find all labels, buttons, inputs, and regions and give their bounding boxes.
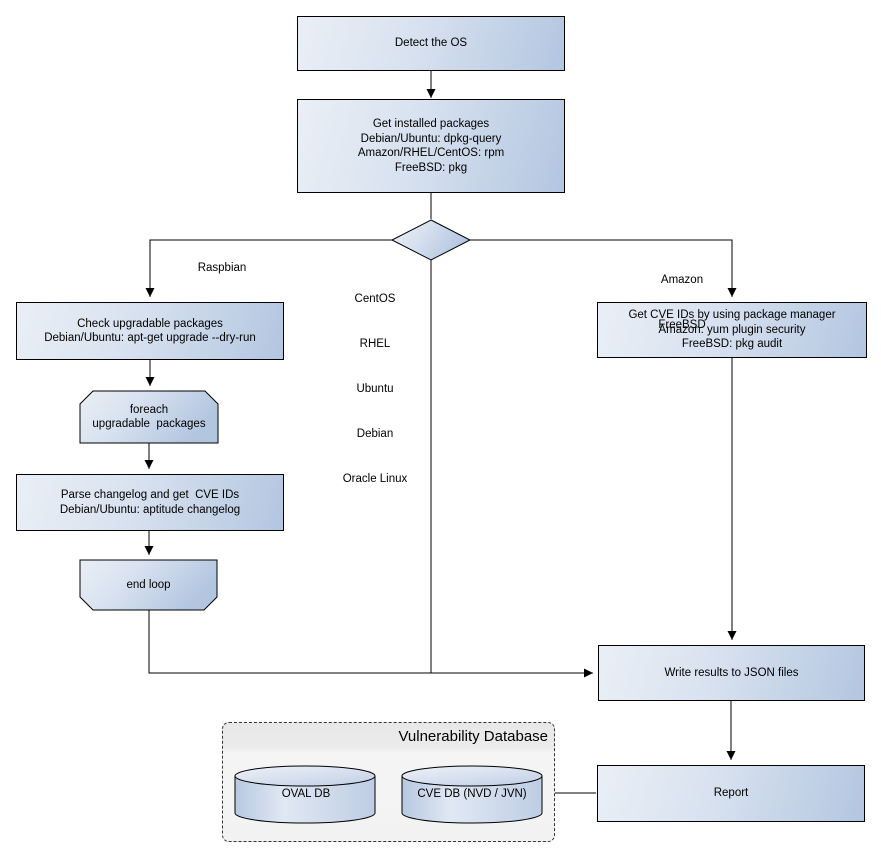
edge-label-right-branch: Amazon FreeBSD bbox=[630, 243, 734, 363]
connector-endloop-to-write-results bbox=[148, 610, 593, 678]
edge-label-line: Amazon bbox=[660, 274, 704, 286]
node-text: Amazon/RHEL/CentOS: rpm bbox=[357, 147, 505, 159]
node-text: foreach bbox=[129, 403, 169, 416]
node-text: Get installed packages bbox=[372, 118, 490, 130]
node-text: FreeBSD: pkg audit bbox=[681, 338, 783, 351]
node-text: Detect the OS bbox=[394, 37, 468, 50]
node-text: Write results to JSON files bbox=[664, 666, 799, 679]
node-text: CVE DB (NVD / JVN) bbox=[417, 787, 527, 800]
edge-label-line: Oracle Linux bbox=[342, 473, 408, 485]
vulnerability-database-title: Vulnerability Database bbox=[398, 728, 548, 745]
node-get-cve-pkg-manager: Get CVE IDs by using package manager Ama… bbox=[597, 302, 867, 358]
node-text: Report bbox=[713, 787, 749, 800]
node-end-loop: end loop bbox=[80, 560, 217, 610]
node-text: Debian/Ubuntu: aptitude changelog bbox=[59, 503, 241, 516]
node-text: Amazon: yum plugin security bbox=[658, 323, 806, 336]
edge-label-line: FreeBSD bbox=[658, 319, 706, 331]
oval-db-label: OVAL DB bbox=[237, 781, 375, 807]
edge-label-line: Debian bbox=[356, 428, 394, 440]
edge-label-raspbian: Raspbian bbox=[197, 262, 247, 274]
node-text: Check upgradable packages bbox=[77, 317, 223, 330]
node-get-installed-packages: Get installed packages Debian/Ubuntu: dp… bbox=[297, 99, 565, 193]
node-parse-changelog: Parse changelog and get CVE IDs Debian/U… bbox=[16, 474, 284, 531]
node-text: Get CVE IDs by using package manager bbox=[628, 309, 836, 322]
cve-db-label: CVE DB (NVD / JVN) bbox=[403, 781, 541, 807]
node-text: upgradable packages bbox=[92, 418, 206, 430]
node-detect-os: Detect the OS bbox=[297, 16, 565, 71]
node-text: Debian/Ubuntu: apt-get upgrade --dry-run bbox=[44, 332, 256, 344]
node-report: Report bbox=[597, 765, 865, 822]
node-write-results: Write results to JSON files bbox=[598, 645, 865, 701]
node-text: Parse changelog and get CVE IDs bbox=[60, 489, 240, 501]
edge-label-mid-branch: CentOS RHEL Ubuntu Debian Oracle Linux bbox=[315, 262, 435, 517]
node-text: Debian/Ubuntu: dpkg-query bbox=[360, 132, 502, 145]
os-decision-diamond bbox=[390, 219, 472, 261]
edge-label-line: Ubuntu bbox=[356, 383, 394, 395]
node-check-upgradable: Check upgradable packages Debian/Ubuntu:… bbox=[16, 302, 284, 360]
node-foreach-loop: foreach upgradable packages bbox=[80, 391, 218, 443]
edge-label-line: RHEL bbox=[359, 338, 391, 350]
node-text: FreeBSD: pkg bbox=[394, 161, 468, 174]
edge-label-line: CentOS bbox=[354, 293, 396, 305]
node-text: end loop bbox=[126, 578, 171, 591]
node-text: OVAL DB bbox=[281, 787, 331, 800]
